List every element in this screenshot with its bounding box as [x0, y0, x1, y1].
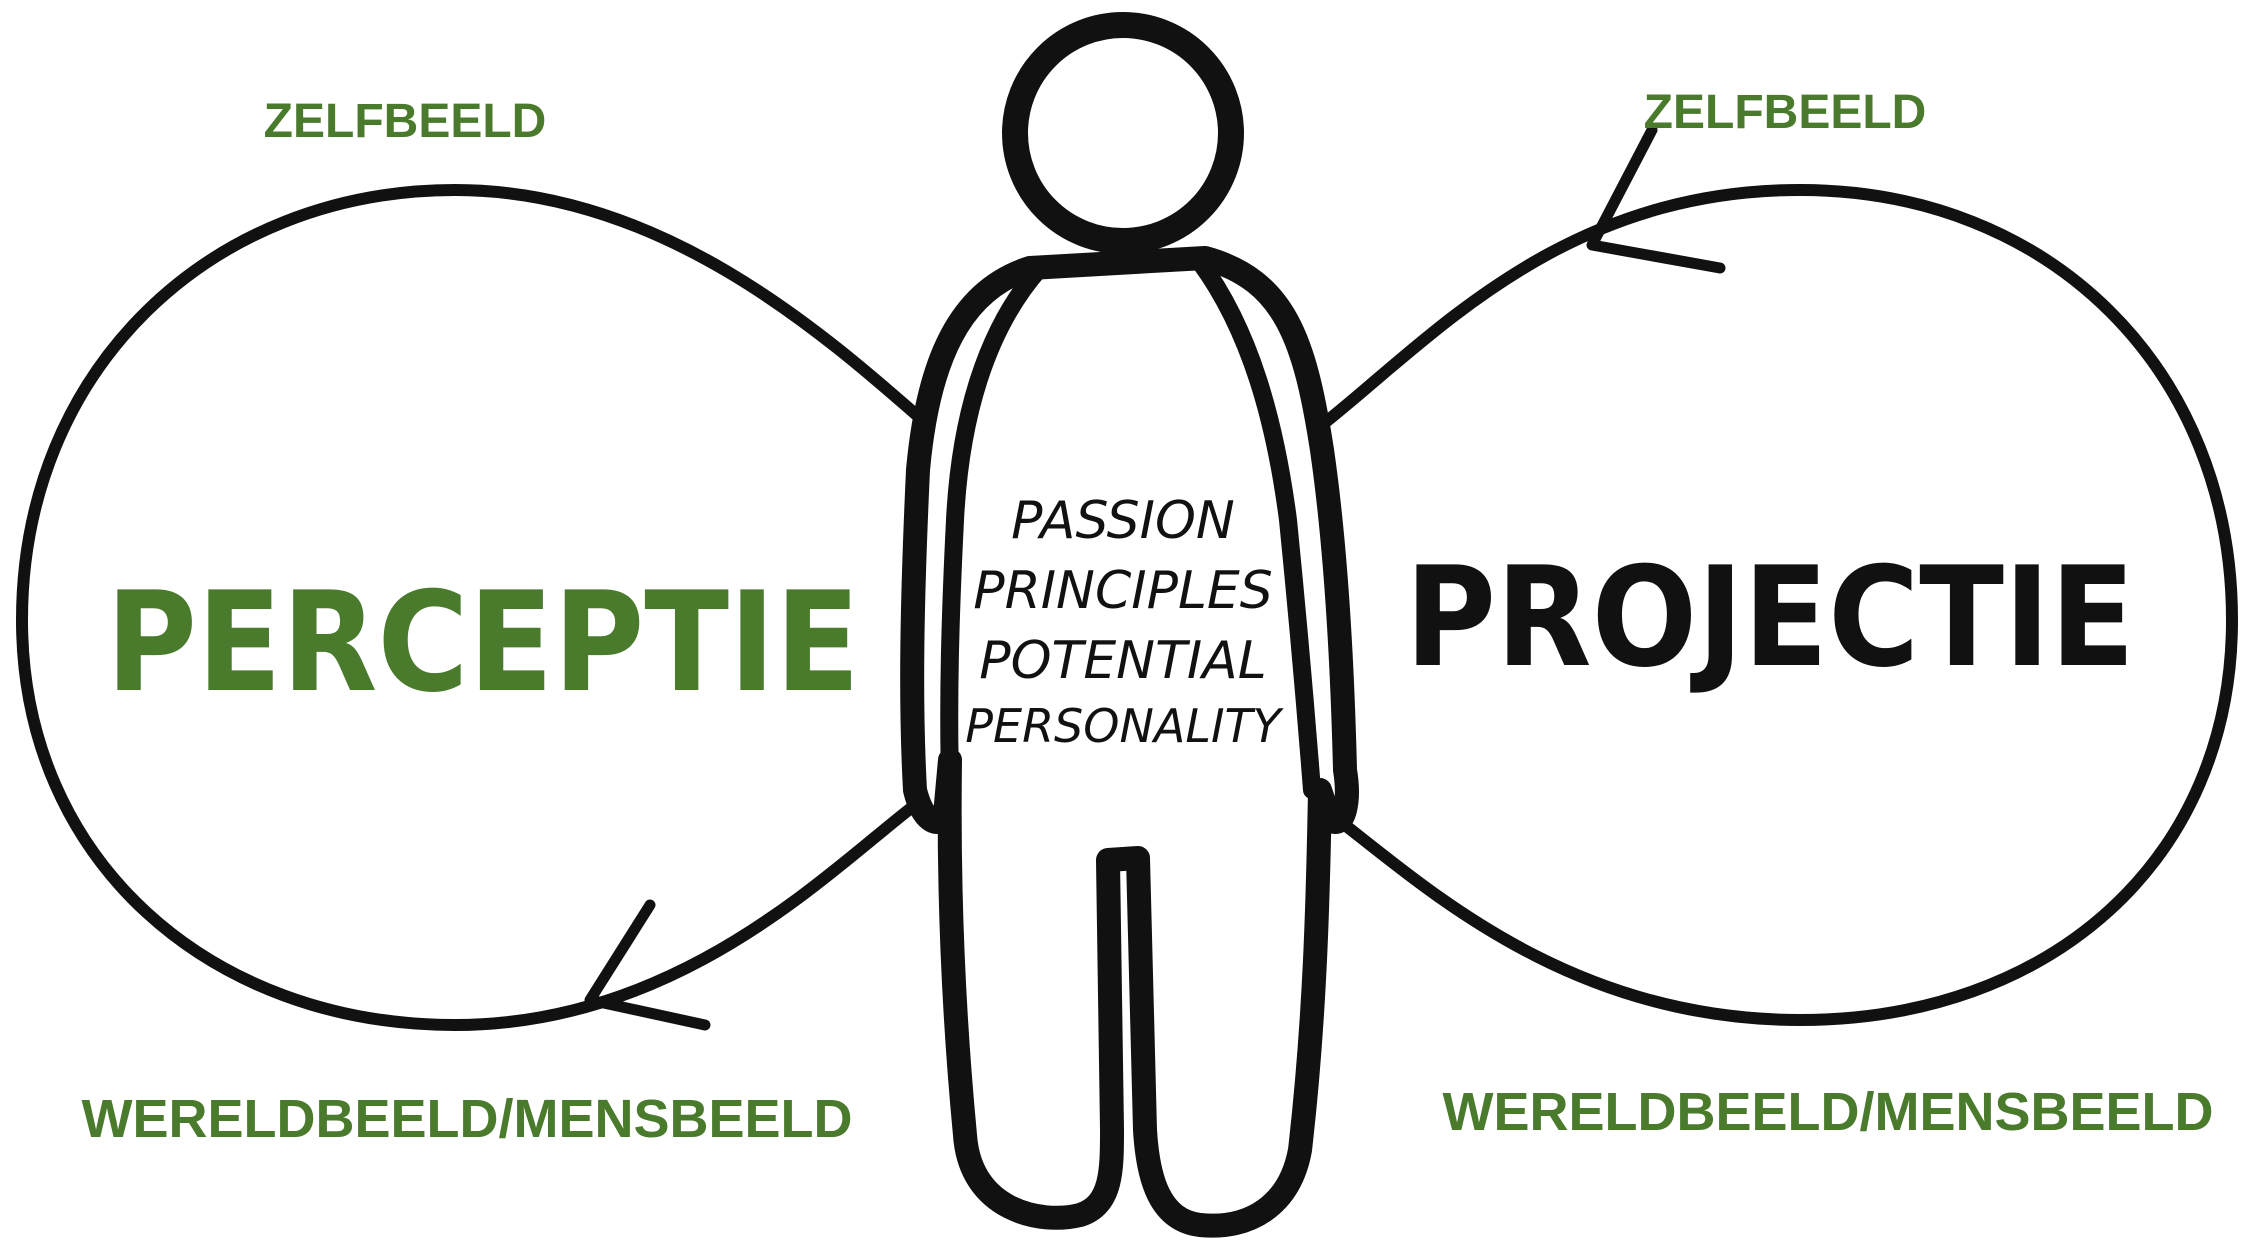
right-loop — [1316, 124, 2238, 1026]
left-arrow-head — [584, 899, 711, 1031]
left-loop-outline — [16, 184, 934, 1031]
left-title: PERCEPTIE — [106, 562, 860, 723]
right-arm-line — [1191, 253, 1321, 799]
left-arm-line — [940, 259, 1049, 789]
figure-line-principles: PRINCIPLES — [973, 561, 1273, 621]
left-loop — [16, 184, 934, 1031]
right-top-label: ZELFBEELD — [1644, 86, 1927, 139]
body-shape — [900, 246, 1359, 1238]
left-top-label: ZELFBEELD — [264, 95, 547, 148]
right-title: PROJECTIE — [1405, 537, 2135, 698]
right-arrow-head — [1586, 124, 1726, 274]
figure-line-passion: PASSION — [1011, 491, 1235, 551]
head-shape — [1002, 12, 1244, 254]
figure-line-potential: POTENTIAL — [979, 631, 1266, 691]
right-loop-outline — [1316, 184, 2238, 1026]
figure-line-personality: PERSONALITY — [965, 699, 1284, 753]
right-bottom-label: WERELDBEELD/MENSBEELD — [1442, 1082, 2213, 1142]
left-bottom-label: WERELDBEELD/MENSBEELD — [81, 1089, 852, 1149]
person-figure — [900, 12, 1359, 1238]
